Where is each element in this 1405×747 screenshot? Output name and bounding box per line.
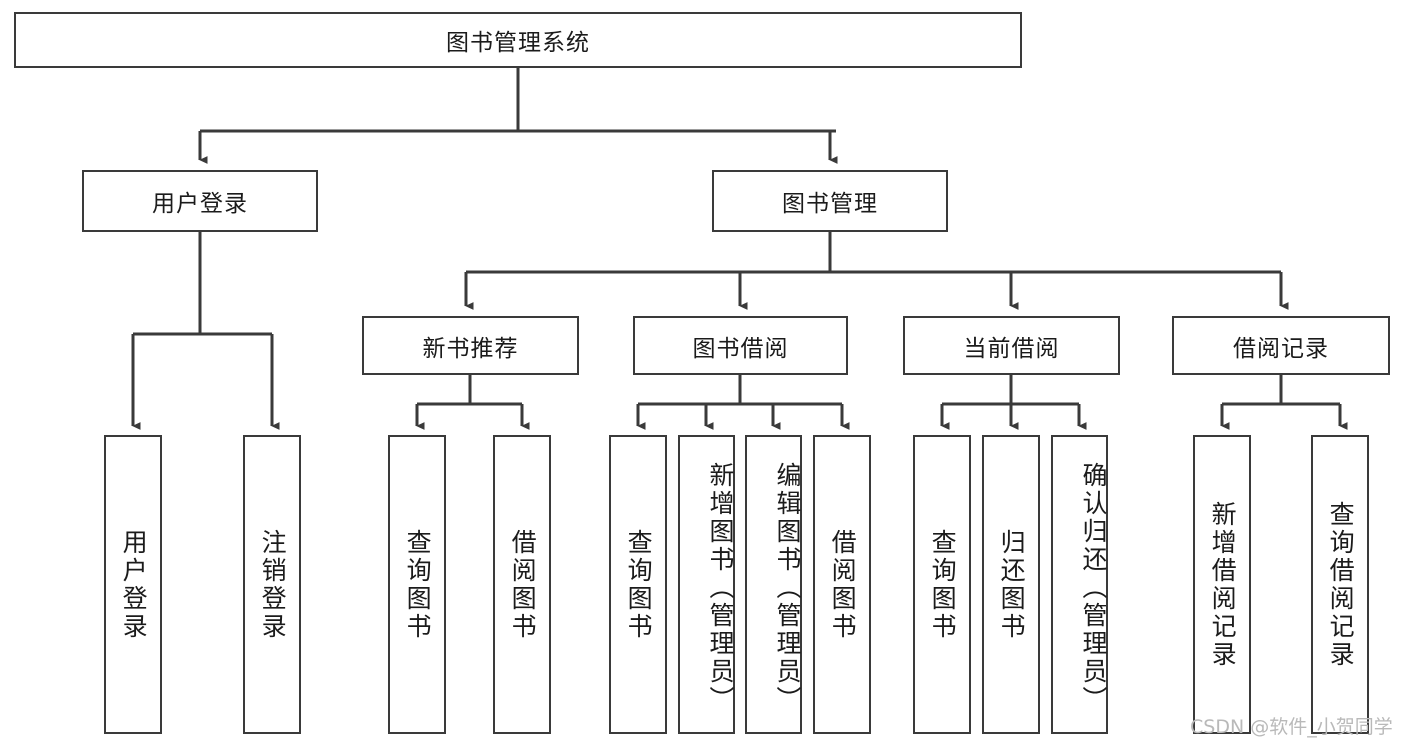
- leaf-query-borrow-record[interactable]: 查询借阅记录: [1311, 435, 1369, 734]
- leaf-borrow-book-recommend[interactable]: 借阅图书: [493, 435, 551, 734]
- leaf-query-book-current[interactable]: 查询图书: [913, 435, 971, 734]
- leaf-borrow-book[interactable]: 借阅图书: [813, 435, 871, 734]
- leaf-add-borrow-record[interactable]: 新增借阅记录: [1193, 435, 1251, 734]
- leaf-user-login-label: 用户登录: [119, 528, 149, 641]
- leaf-user-login[interactable]: 用户登录: [104, 435, 162, 734]
- leaf-return-book[interactable]: 归还图书: [982, 435, 1040, 734]
- node-root-label: 图书管理系统: [446, 30, 590, 56]
- leaf-query-book-current-label: 查询图书: [928, 528, 958, 641]
- leaf-confirm-return-admin-label: 确认归还（管理员）: [1079, 461, 1108, 714]
- leaf-add-book-admin-label: 新增图书（管理员）: [706, 461, 735, 714]
- leaf-logout[interactable]: 注销登录: [243, 435, 301, 734]
- node-new-book-recommend-label: 新书推荐: [422, 335, 519, 362]
- node-user-login[interactable]: 用户登录: [82, 170, 318, 232]
- leaf-add-book-admin[interactable]: 新增图书（管理员）: [678, 435, 735, 734]
- node-root[interactable]: 图书管理系统: [14, 12, 1022, 68]
- leaf-logout-label: 注销登录: [258, 528, 288, 641]
- leaf-confirm-return-admin[interactable]: 确认归还（管理员）: [1051, 435, 1108, 734]
- node-book-management[interactable]: 图书管理: [712, 170, 948, 232]
- leaf-borrow-book-label: 借阅图书: [828, 528, 858, 641]
- leaf-query-book-recommend[interactable]: 查询图书: [388, 435, 446, 734]
- node-book-borrow-label: 图书借阅: [692, 335, 789, 362]
- leaf-add-borrow-record-label: 新增借阅记录: [1208, 500, 1238, 669]
- leaf-query-borrow-record-label: 查询借阅记录: [1326, 500, 1356, 669]
- node-book-management-label: 图书管理: [782, 191, 878, 217]
- node-book-borrow[interactable]: 图书借阅: [633, 316, 848, 375]
- node-user-login-label: 用户登录: [152, 191, 248, 217]
- watermark-text: CSDN @软件_小贺同学: [1190, 716, 1393, 738]
- node-borrow-record[interactable]: 借阅记录: [1172, 316, 1390, 375]
- leaf-edit-book-admin[interactable]: 编辑图书（管理员）: [745, 435, 802, 734]
- node-current-borrow-label: 当前借阅: [963, 335, 1060, 362]
- node-new-book-recommend[interactable]: 新书推荐: [362, 316, 579, 375]
- node-current-borrow[interactable]: 当前借阅: [903, 316, 1120, 375]
- leaf-query-book-borrow[interactable]: 查询图书: [609, 435, 667, 734]
- node-borrow-record-label: 借阅记录: [1233, 335, 1329, 362]
- leaf-borrow-book-recommend-label: 借阅图书: [508, 528, 538, 641]
- leaf-edit-book-admin-label: 编辑图书（管理员）: [773, 461, 802, 714]
- leaf-query-book-recommend-label: 查询图书: [403, 528, 433, 641]
- leaf-return-book-label: 归还图书: [997, 528, 1027, 641]
- leaf-query-book-borrow-label: 查询图书: [624, 528, 654, 641]
